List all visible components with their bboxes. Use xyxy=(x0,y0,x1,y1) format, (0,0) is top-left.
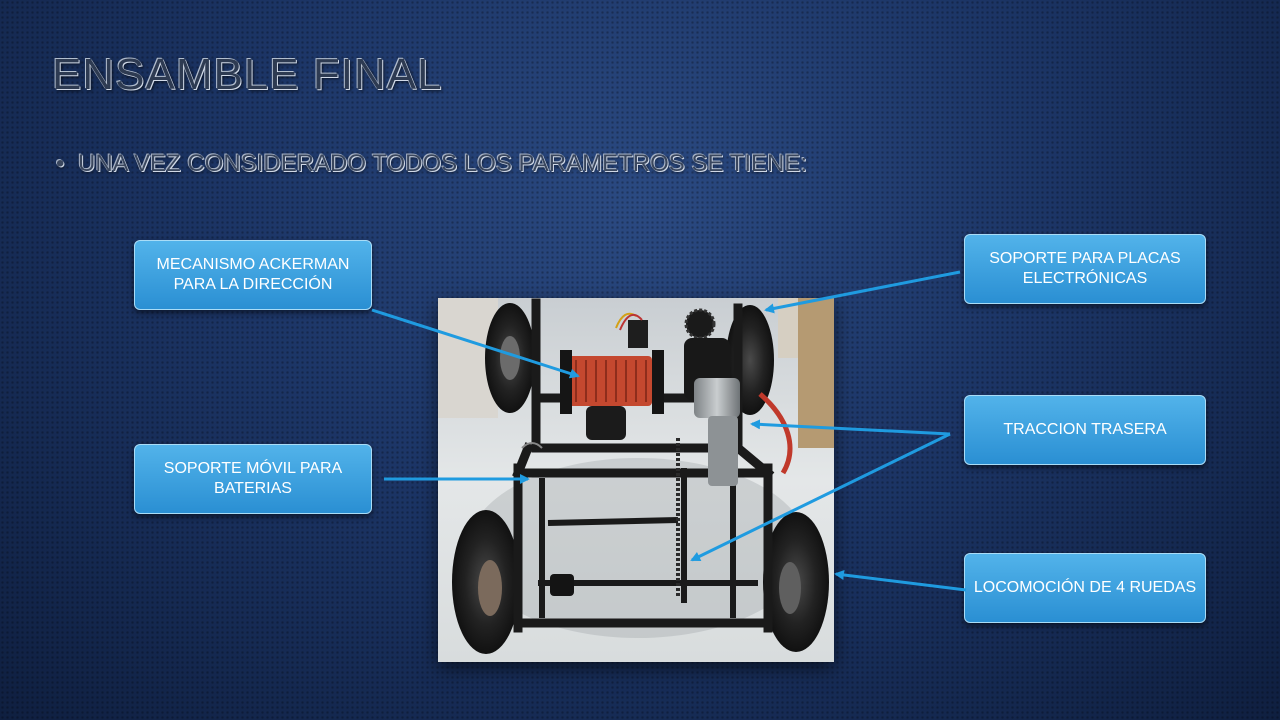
slide-title: ENSAMBLE FINAL xyxy=(52,50,443,99)
arrow-locomocion xyxy=(834,570,967,592)
bullet-point: • UNA VEZ CONSIDERADO TODOS LOS PARAMETRO… xyxy=(56,150,807,178)
callout-baterias: SOPORTE MÓVIL PARA BATERIAS xyxy=(134,444,372,514)
bullet-icon: • xyxy=(56,150,65,177)
callout-ackerman: MECANISMO ACKERMAN PARA LA DIRECCIÓN xyxy=(134,240,372,310)
robot-chassis-photo-icon xyxy=(438,298,834,662)
bullet-text: UNA VEZ CONSIDERADO TODOS LOS PARAMETROS… xyxy=(78,150,808,177)
callout-locomocion: LOCOMOCIÓN DE 4 RUEDAS xyxy=(964,553,1206,623)
chassis-photo xyxy=(438,298,834,662)
callout-placas: SOPORTE PARA PLACAS ELECTRÓNICAS xyxy=(964,234,1206,304)
callout-traccion: TRACCION TRASERA xyxy=(964,395,1206,465)
